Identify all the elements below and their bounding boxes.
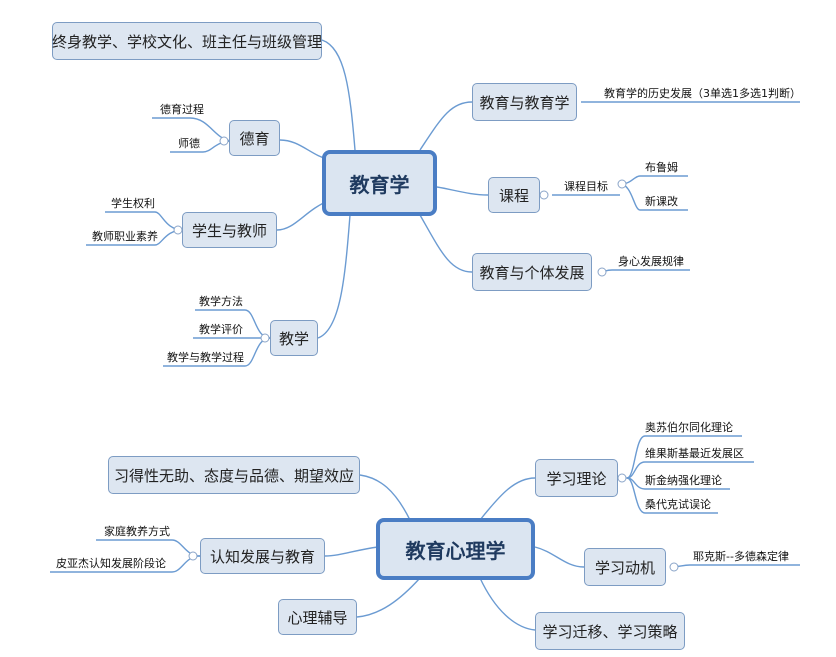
connector xyxy=(419,214,473,273)
connector xyxy=(356,577,421,618)
branch-moral[interactable]: 德育 xyxy=(229,120,280,156)
leaf-teacher-competence[interactable]: 教师职业素养 xyxy=(92,230,158,243)
branch-lifelong[interactable]: 终身教学、学校文化、班主任与班级管理 xyxy=(52,22,322,60)
connector xyxy=(597,269,690,273)
branch-edu-and-pedagogy[interactable]: 教育与教育学 xyxy=(472,83,577,121)
leaf-parenting[interactable]: 家庭教养方式 xyxy=(104,525,170,538)
collapse-toggle[interactable] xyxy=(539,190,549,200)
leaf-yerkes-dodson[interactable]: 耶克斯--多德森定律 xyxy=(693,550,789,563)
branch-curriculum[interactable]: 课程 xyxy=(488,177,540,213)
connector xyxy=(626,435,742,479)
collapse-toggle[interactable] xyxy=(260,333,270,343)
connector xyxy=(317,214,351,339)
connector xyxy=(479,577,536,631)
branch-motivation[interactable]: 学习动机 xyxy=(584,548,666,586)
root-pedagogy[interactable]: 教育学 xyxy=(322,150,437,216)
collapse-toggle[interactable] xyxy=(188,551,198,561)
leaf-development-law[interactable]: 身心发展规律 xyxy=(618,255,684,268)
leaf-teaching-evaluation[interactable]: 教学评价 xyxy=(199,323,243,336)
connector xyxy=(96,539,201,557)
collapse-toggle[interactable] xyxy=(669,562,679,572)
branch-transfer[interactable]: 学习迁移、学习策略 xyxy=(535,612,685,650)
collapse-toggle[interactable] xyxy=(617,179,627,189)
connector xyxy=(359,474,411,521)
leaf-teacher-ethics[interactable]: 师德 xyxy=(178,137,200,150)
connector xyxy=(479,477,536,521)
collapse-toggle[interactable] xyxy=(597,267,607,277)
collapse-toggle[interactable] xyxy=(173,225,183,235)
leaf-ausubel[interactable]: 奥苏伯尔同化理论 xyxy=(645,421,733,434)
connector xyxy=(534,546,585,568)
connector xyxy=(324,546,379,557)
root-edu-psychology[interactable]: 教育心理学 xyxy=(376,518,535,580)
leaf-skinner[interactable]: 斯金纳强化理论 xyxy=(645,474,722,487)
connector xyxy=(436,186,489,196)
leaf-bloom[interactable]: 布鲁姆 xyxy=(645,161,678,174)
collapse-toggle[interactable] xyxy=(219,136,229,146)
sub-curriculum-goals[interactable]: 课程目标 xyxy=(564,180,608,193)
collapse-toggle[interactable] xyxy=(617,473,627,483)
branch-teaching[interactable]: 教学 xyxy=(270,320,318,356)
leaf-teaching-process[interactable]: 教学与教学过程 xyxy=(167,351,244,364)
connector xyxy=(321,39,356,151)
branch-individual-dev[interactable]: 教育与个体发展 xyxy=(472,253,592,291)
connector xyxy=(626,461,754,479)
leaf-piaget[interactable]: 皮亚杰认知发展阶段论 xyxy=(56,557,166,570)
branch-counseling[interactable]: 心理辅导 xyxy=(278,599,357,635)
leaf-moral-process[interactable]: 德育过程 xyxy=(160,103,204,116)
branch-helplessness[interactable]: 习得性无助、态度与品德、期望效应 xyxy=(108,456,360,494)
leaf-new-reform[interactable]: 新课改 xyxy=(645,195,678,208)
connector xyxy=(105,211,184,231)
branch-learning-theory[interactable]: 学习理论 xyxy=(535,459,618,497)
leaf-teaching-methods[interactable]: 教学方法 xyxy=(199,295,243,308)
connector xyxy=(669,564,800,568)
connector xyxy=(419,101,473,151)
leaf-history[interactable]: 教育学的历史发展（3单选1多选1判断） xyxy=(604,87,801,100)
connector xyxy=(626,477,718,514)
leaf-thorndike[interactable]: 桑代克试误论 xyxy=(645,498,711,511)
leaf-student-rights[interactable]: 学生权利 xyxy=(111,197,155,210)
connector xyxy=(619,175,688,185)
leaf-vygotsky[interactable]: 维果斯基最近发展区 xyxy=(645,447,744,460)
branch-student-teacher[interactable]: 学生与教师 xyxy=(182,212,277,248)
branch-cognitive[interactable]: 认知发展与教育 xyxy=(200,538,325,574)
